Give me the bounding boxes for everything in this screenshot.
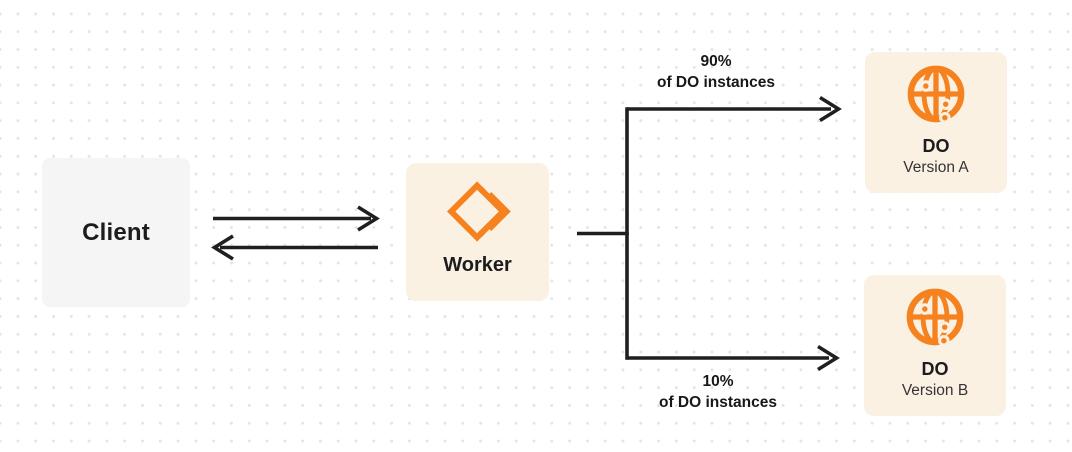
edge-label-90-percent: 90% of DO instances <box>606 51 826 93</box>
arrowhead-right-icon <box>357 205 380 232</box>
edge-label-10-percent: 10% of DO instances <box>608 371 828 413</box>
globe-icon <box>906 288 964 347</box>
node-client: Client <box>42 158 190 307</box>
edge-caption: of DO instances <box>657 74 775 91</box>
cloudflare-workers-icon <box>446 181 511 242</box>
globe-icon <box>907 65 965 124</box>
node-do-version-b: DO Version B <box>864 275 1006 416</box>
worker-label: Worker <box>443 254 512 276</box>
edge-caption: of DO instances <box>659 394 777 411</box>
edge-percent: 90% <box>700 53 732 70</box>
do-b-subtitle: Version B <box>901 382 969 399</box>
client-label: Client <box>82 218 150 246</box>
do-b-title: DO <box>921 359 949 379</box>
do-a-title: DO <box>922 136 950 156</box>
do-a-subtitle: Version A <box>903 159 969 176</box>
arrowhead-do-b-icon <box>817 344 840 372</box>
node-do-version-a: DO Version A <box>865 52 1007 193</box>
arrowhead-left-icon <box>211 234 234 261</box>
arrowhead-do-a-icon <box>819 95 842 123</box>
edge-percent: 10% <box>702 373 734 390</box>
node-worker: Worker <box>406 163 549 301</box>
